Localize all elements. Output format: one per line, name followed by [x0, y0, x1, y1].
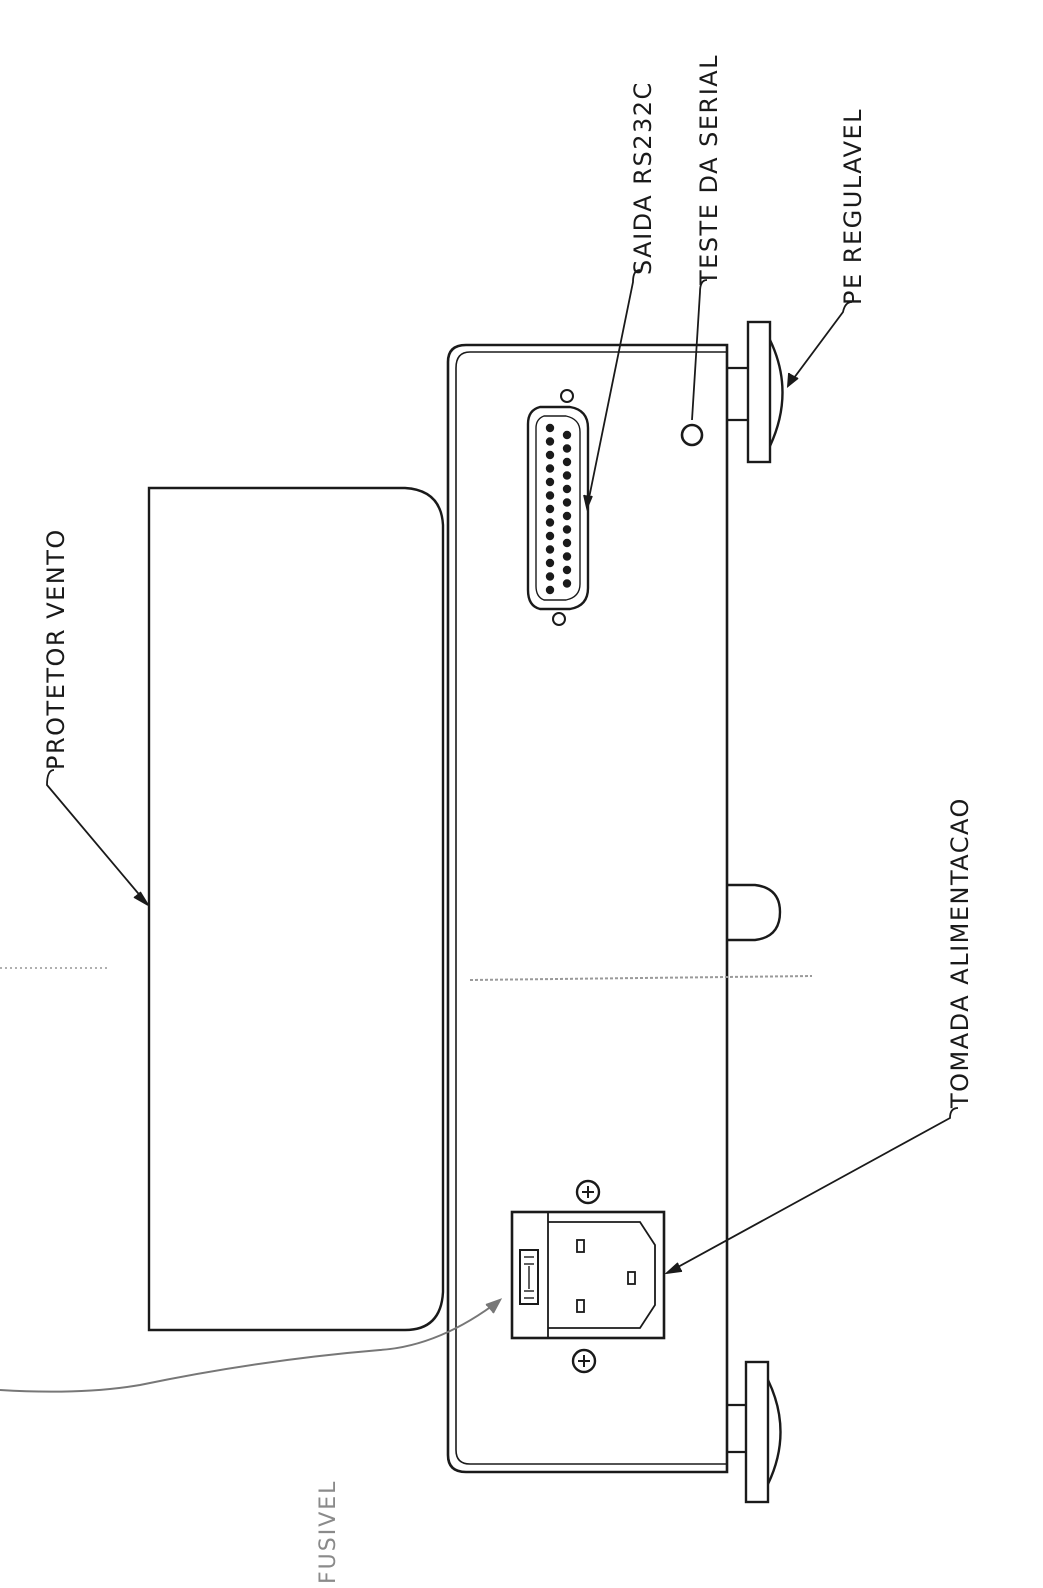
connector-pin — [545, 491, 555, 500]
connector-pin — [562, 565, 572, 575]
leader-protetor-vento — [46, 769, 149, 906]
connector-pin — [545, 477, 555, 487]
connector-pin — [562, 538, 572, 548]
connector-pin — [545, 585, 555, 595]
connector-pin — [545, 545, 555, 554]
leader-teste-da-serial — [691, 279, 708, 421]
connector-pin — [562, 444, 572, 453]
adjustable-foot-top — [727, 320, 784, 464]
connector-pin — [545, 558, 555, 568]
mounting-screw-bottom — [571, 1348, 597, 1374]
connector-pin — [562, 525, 572, 534]
label-teste-da-serial: TESTE DA SERIAL — [695, 54, 723, 286]
db25-connector — [526, 389, 590, 626]
connector-pin — [562, 430, 572, 440]
connector-pin — [545, 572, 555, 581]
wind-protector-outline — [147, 486, 445, 1332]
connector-pin — [562, 511, 572, 521]
label-tomada-alimentacao: TOMADA ALIMENTACAO — [946, 797, 974, 1109]
scan-artifact-line — [469, 975, 813, 981]
label-protetor-vento: PROTETOR VENTO — [42, 528, 70, 770]
leader-saida-rs232c — [583, 269, 641, 511]
fuse-holder — [519, 1249, 539, 1305]
leader-tomada-alimentacao — [664, 1107, 959, 1275]
label-saida-rs232c: SAIDA RS232C — [629, 81, 657, 275]
connector-pin — [545, 464, 555, 473]
label-fusivel: FUSIVEL — [316, 1480, 341, 1584]
connector-pin — [545, 504, 555, 514]
connector-pin — [545, 450, 555, 460]
serial-test-point — [680, 423, 704, 447]
body-inner-outline — [455, 351, 727, 1465]
connector-pin — [545, 518, 555, 527]
center-bump — [727, 883, 782, 942]
connector-pin — [562, 498, 572, 507]
connector-pin — [562, 552, 572, 561]
leader-pe-regulavel — [786, 301, 853, 388]
connector-pin — [562, 471, 572, 480]
adjustable-foot-bottom — [727, 1360, 782, 1504]
connector-pin — [545, 423, 555, 433]
label-pe-regulavel: PE REGULAVEL — [839, 108, 867, 305]
connector-pin — [562, 579, 572, 588]
leader-fusivel — [0, 1298, 503, 1393]
connector-pin — [562, 484, 572, 494]
power-inlet — [510, 1210, 666, 1340]
connector-pin — [545, 437, 555, 446]
mounting-screw-top — [575, 1179, 601, 1205]
connector-pin — [562, 457, 572, 467]
connector-pin — [545, 531, 555, 541]
body-outer-outline — [446, 343, 729, 1474]
